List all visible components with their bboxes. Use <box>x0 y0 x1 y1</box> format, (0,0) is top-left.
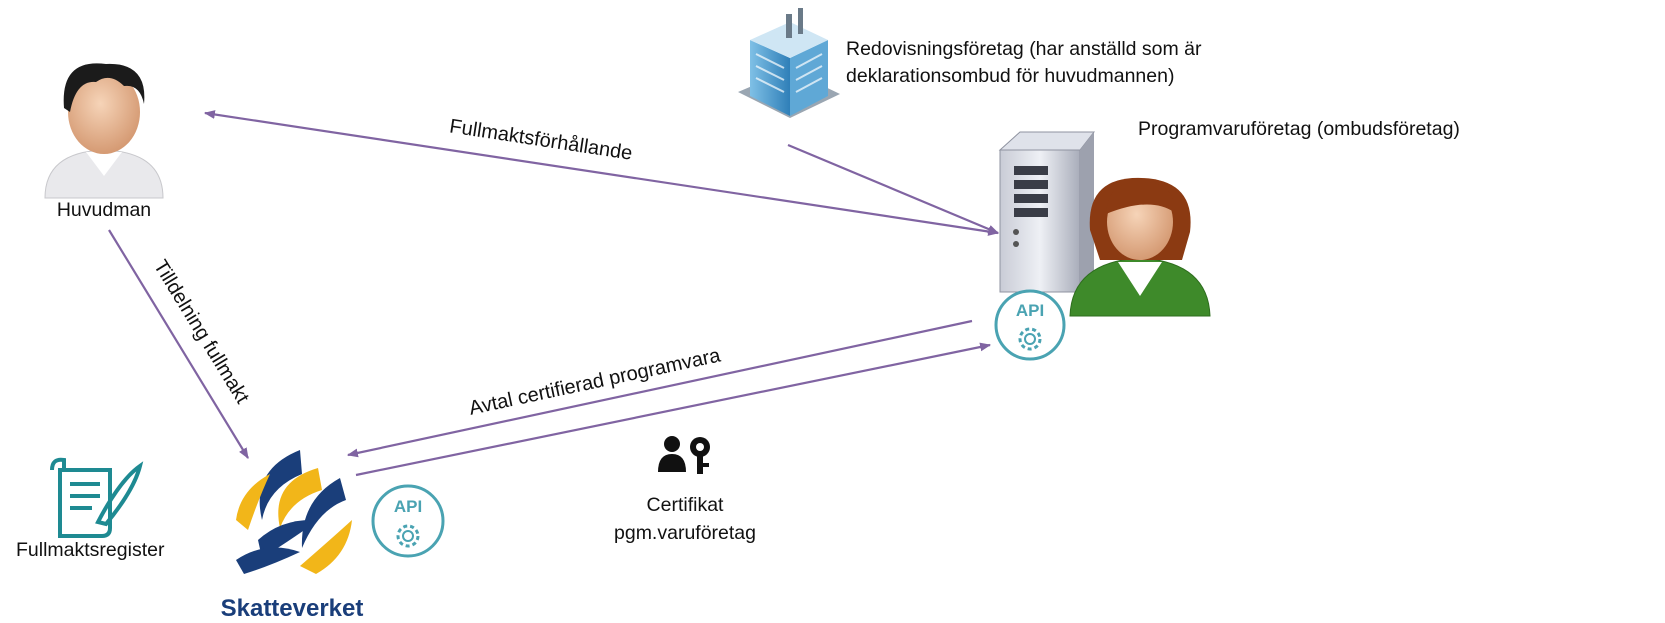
principal-label: Huvudman <box>56 199 152 221</box>
edge-label-power-of-attorney: Fullmaktsförhållande <box>448 115 634 164</box>
svg-text:API: API <box>394 497 422 516</box>
person-icon <box>44 63 164 199</box>
certificate-label-line1: Certifikat <box>646 494 724 516</box>
certificate-label-line2: pgm.varuföretag <box>614 522 756 544</box>
edge-power-of-attorney <box>203 110 1000 236</box>
edge-agreement-to-agency <box>346 319 973 458</box>
accounting-firm-label-line1: Redovisningsföretag (har anställd som är <box>846 38 1202 60</box>
edge-assignment <box>108 229 249 459</box>
office-building-icon <box>738 8 840 118</box>
user-key-icon <box>658 436 710 474</box>
server-with-person-icon <box>998 131 1211 317</box>
api-badge-icon: API <box>994 289 1066 361</box>
registry-label: Fullmaktsregister <box>16 539 165 561</box>
edge-agreement-to-software <box>355 342 992 477</box>
svg-text:Skatteverket: Skatteverket <box>221 595 364 622</box>
svg-text:API: API <box>1016 301 1044 320</box>
scroll-quill-icon <box>50 457 144 538</box>
edge-label-assignment: Tilldelning fullmakt <box>149 256 254 408</box>
accounting-firm-label-line2: deklarationsombud för huvudmannen) <box>846 65 1175 87</box>
skatteverket-logo: Skatteverket <box>221 450 364 622</box>
software-company-label: Programvaruföretag (ombudsföretag) <box>1138 118 1460 140</box>
edge-accounting-to-software <box>787 143 1000 235</box>
api-badge-icon: API <box>371 484 445 558</box>
